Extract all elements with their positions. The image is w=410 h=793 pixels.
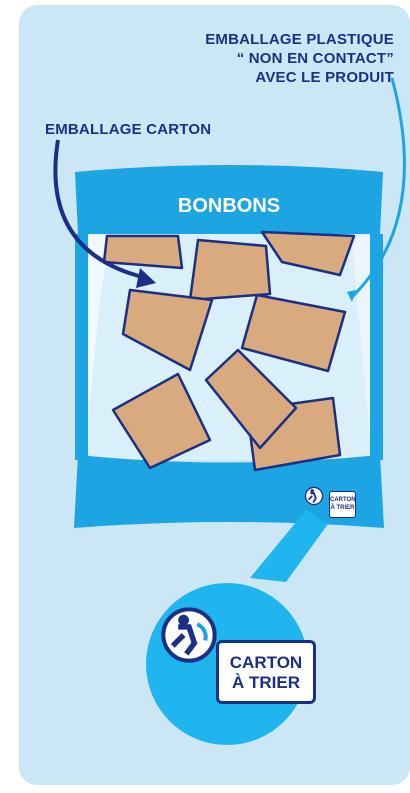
candy bbox=[190, 240, 270, 300]
sort-badge-small: CARTON À TRIER bbox=[329, 491, 356, 518]
candy bbox=[104, 236, 182, 268]
label-line: AVEC LE PRODUIT bbox=[134, 68, 394, 87]
recycling-person-icon bbox=[163, 609, 214, 660]
plastic-packaging-label: EMBALLAGE PLASTIQUE “ NON EN CONTACT” AV… bbox=[134, 30, 394, 87]
plastic-bag bbox=[74, 165, 384, 528]
label-line: “ NON EN CONTACT” bbox=[134, 49, 394, 68]
carton-packaging-label: EMBALLAGE CARTON bbox=[45, 121, 211, 138]
sort-badge-large: CARTON À TRIER bbox=[216, 640, 316, 704]
badge-line: CARTON bbox=[330, 496, 355, 504]
bag-title: BONBONS bbox=[75, 195, 383, 218]
label-line: EMBALLAGE PLASTIQUE bbox=[134, 30, 394, 49]
badge-line: À TRIER bbox=[219, 673, 313, 693]
badge-line: À TRIER bbox=[330, 504, 355, 512]
recycling-person-icon bbox=[305, 487, 322, 504]
badge-line: CARTON bbox=[219, 653, 313, 673]
